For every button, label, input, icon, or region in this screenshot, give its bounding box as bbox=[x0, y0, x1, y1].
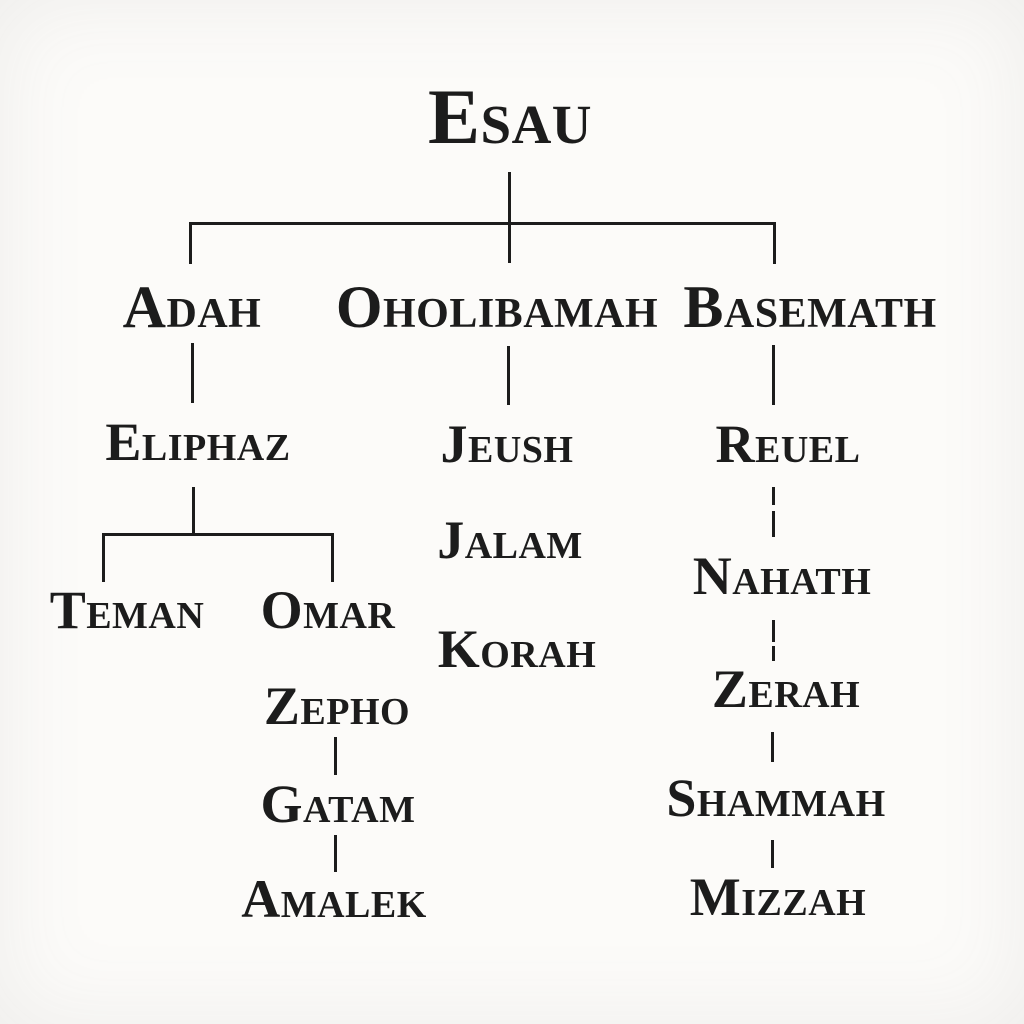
node-basemath: Basemath bbox=[683, 274, 937, 340]
connector-esau-stem bbox=[508, 172, 511, 263]
node-mizzah: Mizzah bbox=[689, 867, 867, 927]
node-reuel: Reuel bbox=[715, 414, 861, 474]
node-esau: Esau bbox=[427, 73, 593, 160]
node-oholibamah: Oholibamah bbox=[335, 274, 659, 340]
connector-eliphaz-stem bbox=[192, 487, 195, 536]
connector-dash-nahath-zerah-2 bbox=[772, 646, 775, 661]
connector-drop-basemath bbox=[773, 222, 776, 264]
node-zerah: Zerah bbox=[711, 659, 861, 719]
connector-dash-reuel-nahath-2 bbox=[772, 511, 775, 537]
connector-eliphaz-bar bbox=[102, 533, 334, 536]
connector-dash-zepho-gatam bbox=[334, 737, 337, 775]
node-gatam: Gatam bbox=[260, 774, 416, 834]
node-eliphaz: Eliphaz bbox=[105, 412, 291, 472]
connector-oholibamah-jeush bbox=[507, 346, 510, 405]
node-korah: Korah bbox=[437, 619, 597, 679]
connector-adah-eliphaz bbox=[191, 343, 194, 403]
connector-dash-nahath-zerah-1 bbox=[772, 620, 775, 642]
node-jalam: Jalam bbox=[437, 510, 583, 570]
connector-dash-gatam-amalek bbox=[334, 835, 337, 872]
node-zepho: Zepho bbox=[263, 676, 411, 736]
connector-drop-teman bbox=[102, 533, 105, 582]
connector-wives-bar bbox=[189, 222, 776, 225]
node-jeush: Jeush bbox=[440, 414, 574, 474]
connector-drop-omar bbox=[331, 533, 334, 582]
connector-basemath-reuel bbox=[772, 345, 775, 405]
node-nahath: Nahath bbox=[692, 546, 872, 606]
node-amalek: Amalek bbox=[241, 869, 427, 929]
node-shammah: Shammah bbox=[666, 768, 886, 828]
connector-dash-shammah-mizzah bbox=[771, 840, 774, 868]
connector-dash-zerah-shammah bbox=[771, 732, 774, 762]
node-teman: Teman bbox=[49, 580, 205, 640]
node-omar: Omar bbox=[260, 580, 396, 640]
node-adah: Adah bbox=[122, 274, 262, 340]
connector-drop-adah bbox=[189, 222, 192, 264]
connector-dash-reuel-nahath-1 bbox=[772, 487, 775, 505]
